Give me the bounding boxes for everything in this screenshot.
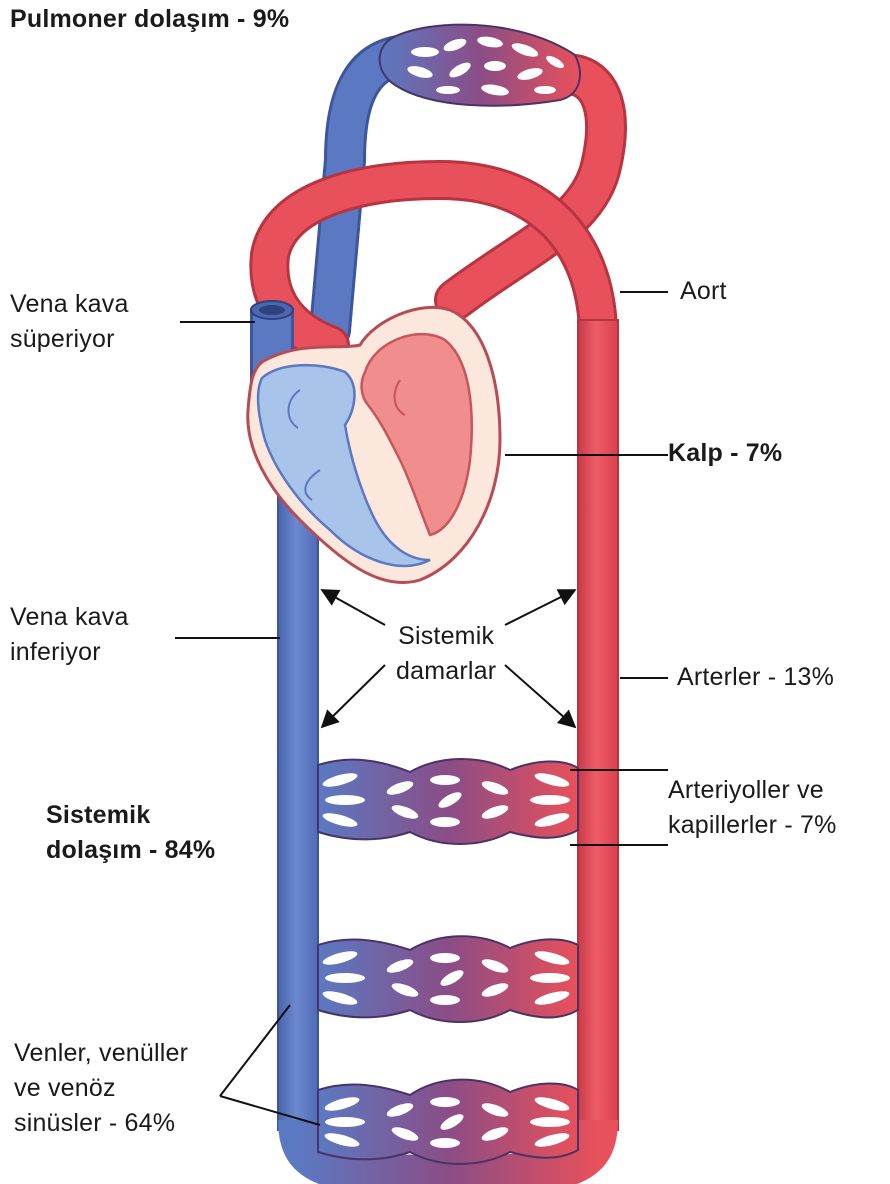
label-aorta: Aort [680, 274, 727, 309]
label-systemic-vessels: Sistemik damarlar [396, 619, 496, 689]
pulmonary-capillary-bed [380, 25, 580, 106]
arrow-upper-left [322, 590, 385, 625]
systemic-capillary-bed-2 [318, 936, 578, 1022]
arrow-upper-right [505, 590, 575, 625]
systemic-capillary-bed-1 [318, 759, 578, 844]
label-systemic-circulation: Sistemik dolaşım - 84% [46, 798, 215, 868]
label-inferior-vena-cava: Vena kava inferiyor [10, 600, 129, 670]
label-arterioles-capillaries: Arteriyoller ve kapillerler - 7% [668, 773, 837, 843]
arrow-lower-right [505, 665, 575, 727]
label-heart: Kalp - 7% [668, 436, 782, 471]
systemic-capillary-bed-3 [318, 1080, 578, 1164]
label-veins-venules-sinuses: Venler, venüller ve venöz sinüsler - 64% [14, 1036, 188, 1141]
label-arteries: Arterler - 13% [677, 660, 834, 695]
label-superior-vena-cava: Vena kava süperiyor [10, 287, 129, 357]
arrow-lower-left [322, 665, 385, 727]
label-pulmonary-circulation: Pulmoner dolaşım - 9% [10, 2, 289, 37]
